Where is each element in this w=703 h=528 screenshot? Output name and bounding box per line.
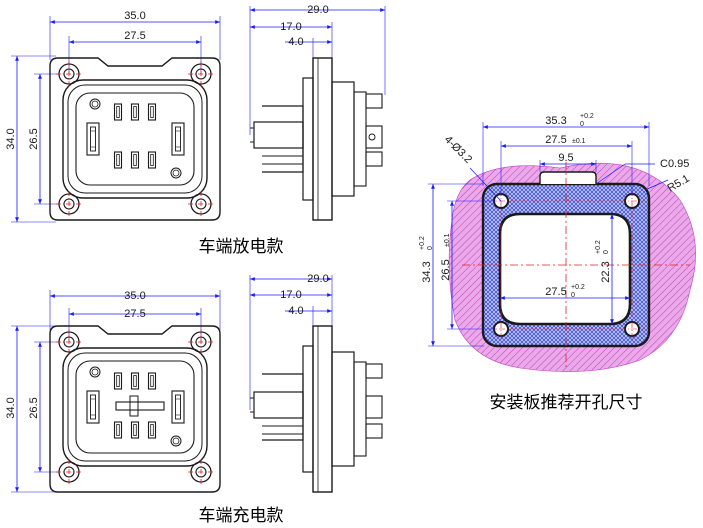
cutout-hole-pitch-y: 26.5	[440, 259, 452, 280]
discharge-hole-pitch-y: 26.5	[28, 128, 40, 149]
charge-side-depth: 29.0	[307, 273, 328, 285]
cutout-inner-height-tol-upper: +0.2	[595, 240, 602, 254]
charge-height-dim: 34.0	[5, 397, 17, 418]
discharge-side-flange: 4.0	[288, 36, 303, 48]
charge-hole-pitch-y: 26.5	[28, 397, 40, 418]
cutout-hole-pitch-x: 27.5	[545, 134, 566, 146]
discharge-caption: 车端放电款	[199, 237, 284, 257]
cutout-corner-radius: R5.1	[666, 173, 692, 195]
discharge-height-dim: 34.0	[5, 128, 17, 149]
panel-cutout-view: 35.3 +0.2 0 27.5 ±0.1 9.5 C0.95 4-Ø3.2 R…	[419, 113, 696, 413]
discharge-side-mid: 17.0	[280, 21, 301, 33]
discharge-front-view: 35.0 27.5 34.0 26.5 车端放电款	[5, 10, 284, 257]
cutout-outer-width-tol-upper: +0.2	[580, 113, 594, 120]
charge-hole-pitch-x: 27.5	[124, 308, 145, 320]
cutout-outer-width-tol-lower: 0	[580, 121, 584, 128]
charge-side-flange: 4.0	[288, 305, 303, 317]
cutout-outer-height-tol-upper: +0.2	[419, 236, 426, 250]
discharge-hole-pitch-x: 27.5	[124, 30, 145, 42]
charge-width-dim: 35.0	[124, 290, 145, 302]
cutout-notch-width: 9.5	[558, 152, 573, 164]
discharge-side-view: 29.0 17.0 4.0	[249, 4, 386, 221]
cutout-inner-width-tol-lower: 0	[571, 292, 575, 299]
discharge-side-depth: 29.0	[307, 4, 328, 16]
cutout-inner-height: 22.3	[600, 261, 612, 282]
cutout-chamfer: C0.95	[660, 158, 689, 170]
cutout-caption: 安装板推荐开孔尺寸	[490, 393, 643, 413]
charge-side-mid: 17.0	[280, 289, 301, 301]
charge-front-view: 35.0 27.5 34.0 26.5 车端充电款	[5, 290, 284, 526]
cutout-hole-pitch-y-tol: ±0.1	[444, 233, 451, 247]
cutout-outer-height: 34.3	[421, 261, 433, 282]
cutout-inner-width: 27.5	[545, 286, 566, 298]
cutout-outer-height-tol-lower: 0	[427, 246, 434, 250]
cutout-hole-pitch-x-tol: ±0.1	[572, 138, 586, 145]
charge-caption: 车端充电款	[199, 506, 284, 526]
cutout-outer-width: 35.3	[545, 115, 566, 127]
discharge-width-dim: 35.0	[124, 10, 145, 22]
cutout-hole-callout: 4-Ø3.2	[442, 134, 474, 166]
cutout-inner-height-tol-lower: 0	[603, 250, 610, 254]
cutout-inner-width-tol-upper: +0.2	[571, 284, 585, 291]
charge-side-view: 29.0 17.0 4.0	[249, 273, 383, 493]
